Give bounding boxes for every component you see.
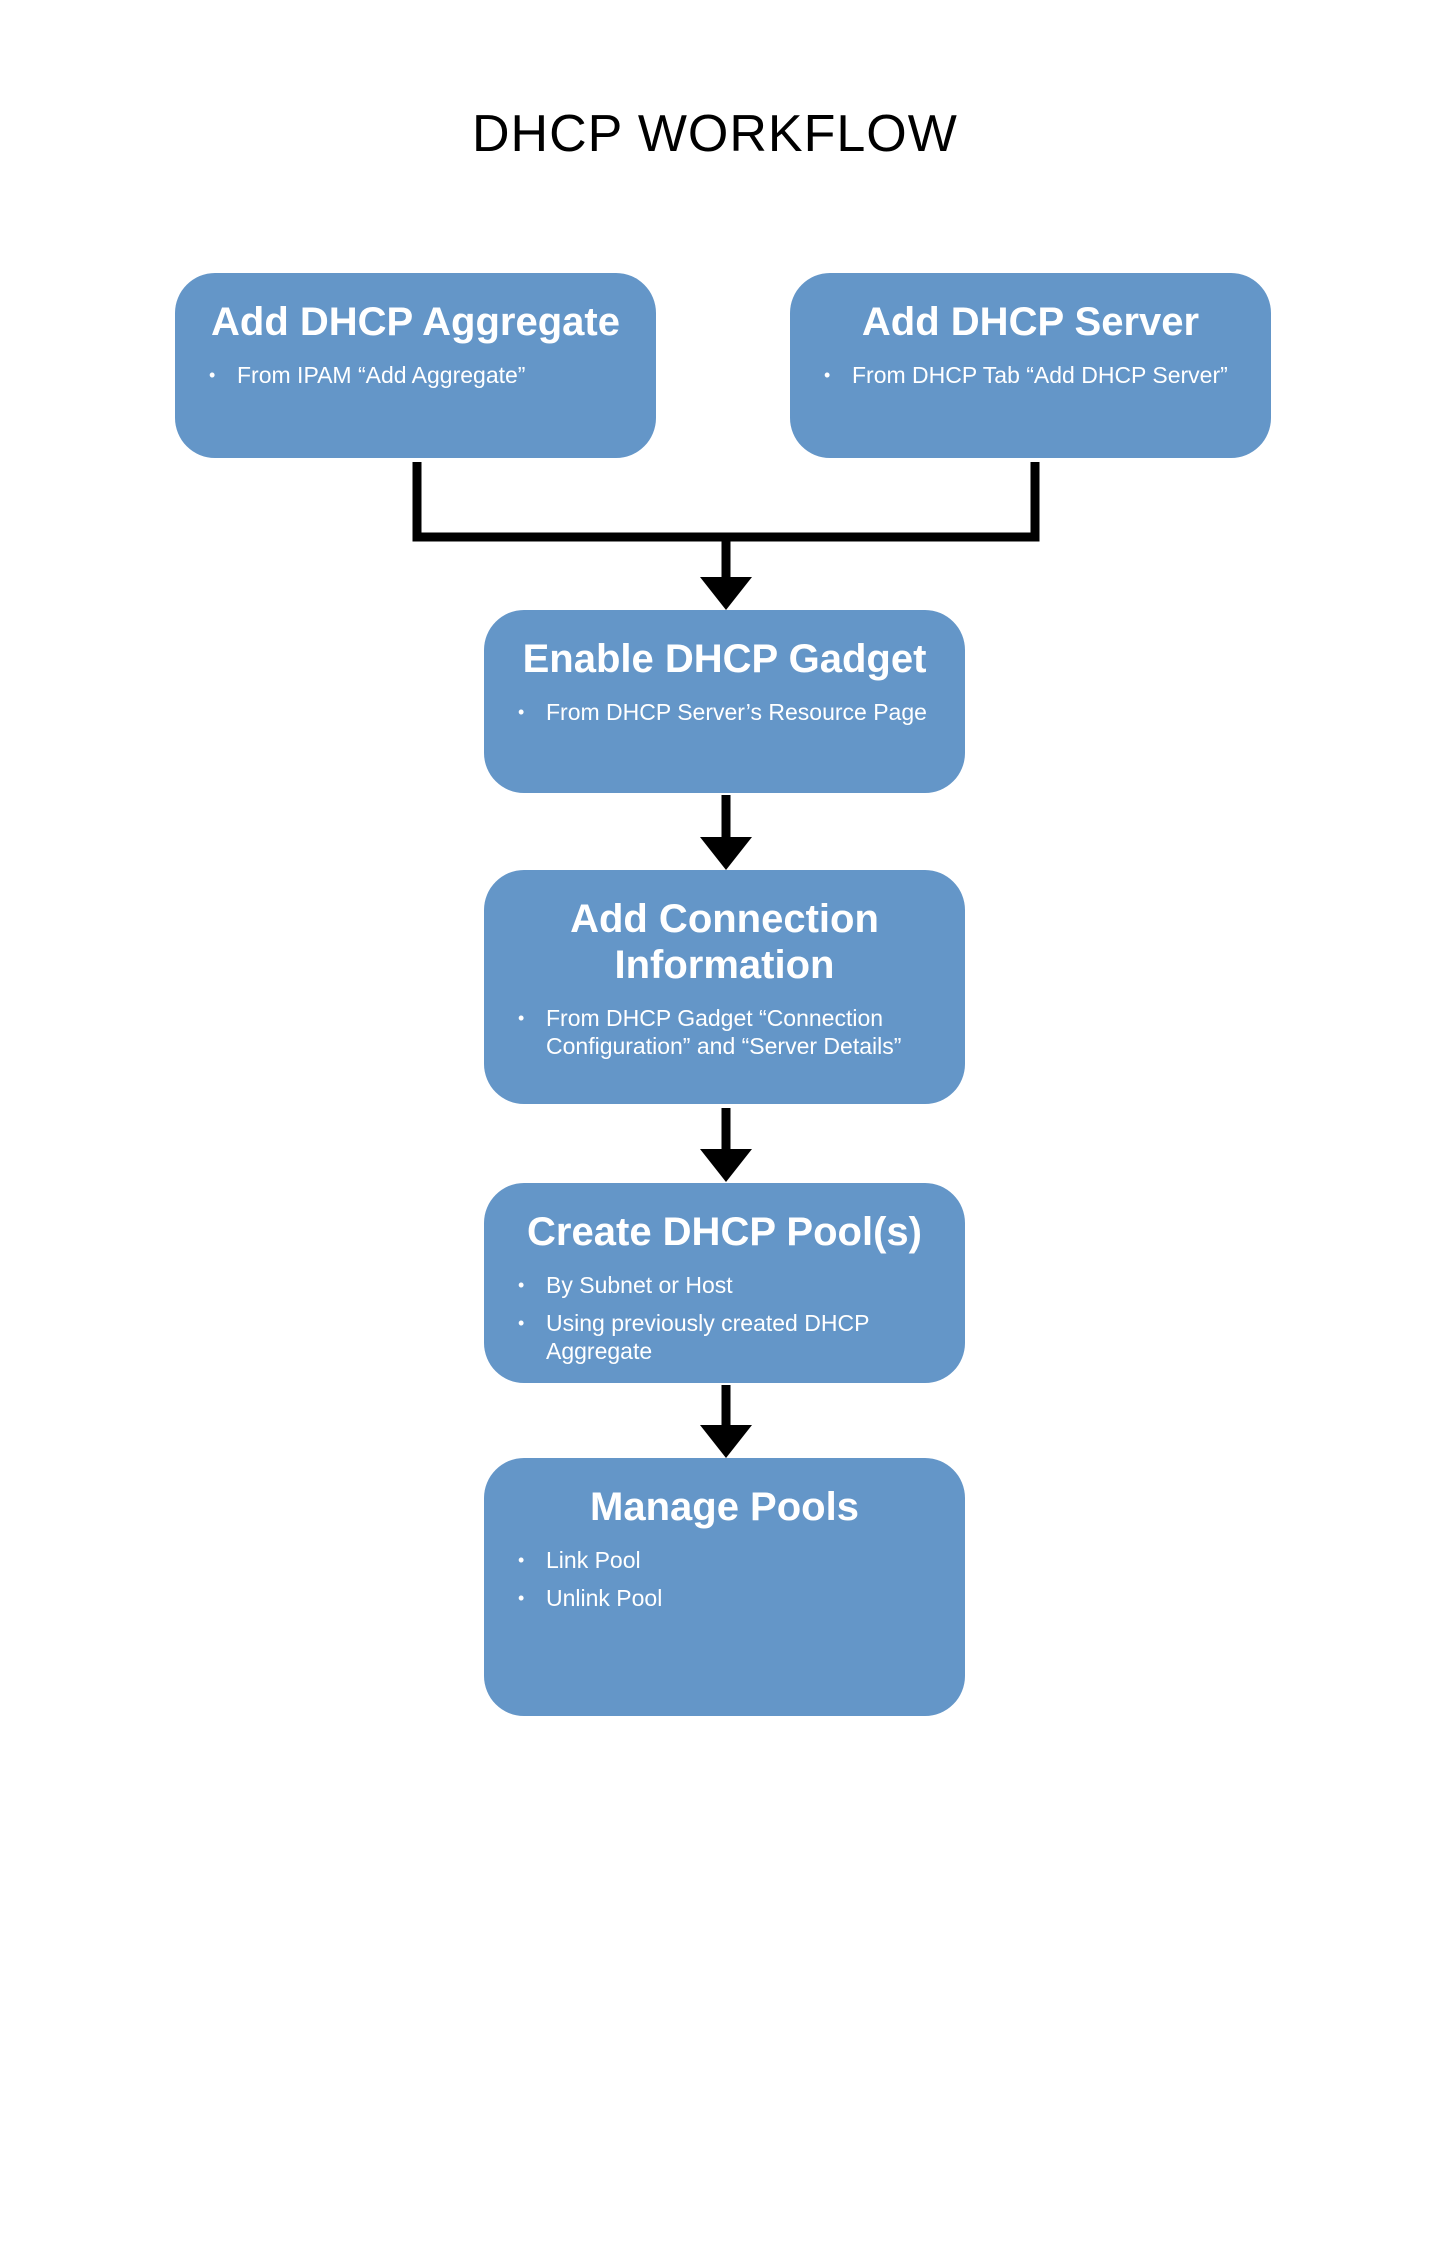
bullet-item: By Subnet or Host xyxy=(484,1271,935,1299)
page-title: DHCP WORKFLOW xyxy=(472,105,958,163)
step-add-connection-information: Add Connection Information From DHCP Gad… xyxy=(484,870,965,1104)
bullet-list: From IPAM “Add Aggregate” xyxy=(175,361,656,389)
bullet-list: Link Pool Unlink Pool xyxy=(484,1546,965,1612)
bullet-item: From DHCP Gadget “Connection Configurati… xyxy=(484,1004,935,1060)
step-title: Enable DHCP Gadget xyxy=(522,637,927,681)
bullet-list: From DHCP Tab “Add DHCP Server” xyxy=(790,361,1271,389)
arrow-4-head xyxy=(700,1425,752,1458)
step-title: Create DHCP Pool(s) xyxy=(527,1210,922,1254)
bullet-list: From DHCP Server’s Resource Page xyxy=(484,698,965,726)
bullet-list: By Subnet or Host Using previously creat… xyxy=(484,1271,965,1365)
bullet-list: From DHCP Gadget “Connection Configurati… xyxy=(484,1004,965,1060)
step-title-line-1: Add Connection xyxy=(570,897,879,941)
bullet-item: From DHCP Server’s Resource Page xyxy=(484,698,935,726)
step-title: Add DHCP Aggregate xyxy=(211,300,620,344)
step-title: Add Connection Information xyxy=(484,870,965,988)
bullet-item: Unlink Pool xyxy=(484,1584,935,1612)
step-enable-dhcp-gadget: Enable DHCP Gadget From DHCP Server’s Re… xyxy=(484,610,965,793)
arrow-2-head xyxy=(700,837,752,870)
step-add-dhcp-aggregate: Add DHCP Aggregate From IPAM “Add Aggreg… xyxy=(175,273,656,458)
bullet-item: From IPAM “Add Aggregate” xyxy=(175,361,626,389)
bullet-item: From DHCP Tab “Add DHCP Server” xyxy=(790,361,1241,389)
step-title: Add DHCP Server xyxy=(861,300,1200,344)
step-title-line-2: Information xyxy=(614,943,835,987)
step-manage-pools: Manage Pools Link Pool Unlink Pool xyxy=(484,1458,965,1716)
step-add-dhcp-server: Add DHCP Server From DHCP Tab “Add DHCP … xyxy=(790,273,1271,458)
step-title: Manage Pools xyxy=(590,1485,859,1529)
bullet-item: Link Pool xyxy=(484,1546,935,1574)
merge-bracket xyxy=(412,462,1040,542)
step-create-dhcp-pools: Create DHCP Pool(s) By Subnet or Host Us… xyxy=(484,1183,965,1383)
arrow-3-head xyxy=(700,1149,752,1182)
bullet-item: Using previously created DHCP Aggregate xyxy=(484,1309,935,1365)
arrow-1-head xyxy=(700,577,752,610)
